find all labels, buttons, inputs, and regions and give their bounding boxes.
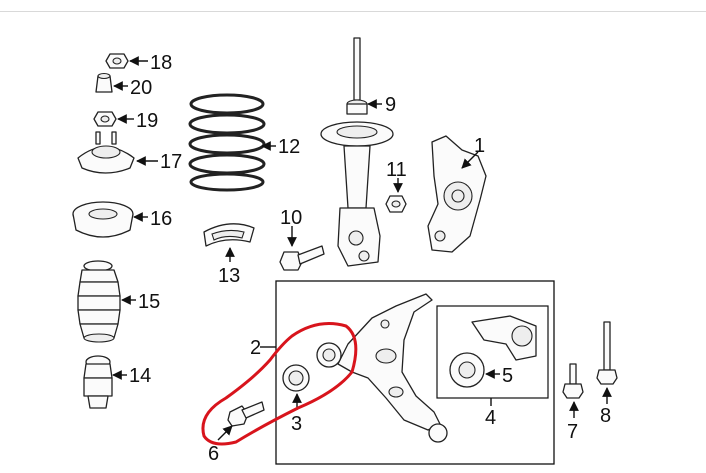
callout-7: 7	[567, 421, 578, 443]
callout-3: 3	[291, 413, 302, 435]
callout-19: 19	[136, 110, 158, 132]
callout-10: 10	[280, 207, 302, 229]
part-12-coil-spring[interactable]	[188, 93, 276, 192]
part-11-nut[interactable]	[385, 178, 407, 213]
part-19-nut[interactable]	[93, 111, 134, 127]
part-9-strut-assembly[interactable]	[320, 37, 394, 267]
callout-17: 17	[160, 151, 182, 173]
part-8-bolt[interactable]	[596, 321, 618, 404]
part-18-flange-nut[interactable]	[105, 53, 148, 69]
part-20-bushing[interactable]	[95, 72, 128, 93]
part-5-rear-bushing[interactable]	[449, 315, 537, 388]
part-1-steering-knuckle[interactable]	[427, 135, 487, 253]
part-6-bolt[interactable]	[217, 401, 265, 441]
part-17-strut-mount[interactable]	[77, 131, 158, 174]
callout-20: 20	[130, 77, 152, 99]
callout-14: 14	[129, 365, 151, 387]
callout-5: 5	[502, 365, 513, 387]
part-16-spring-seat[interactable]	[72, 201, 148, 238]
part-3-arm-bushing[interactable]	[282, 342, 342, 410]
part-2-lower-control-arm[interactable]	[337, 293, 448, 443]
callout-15: 15	[138, 291, 160, 313]
part-14-bump-stop[interactable]	[83, 355, 127, 409]
part-7-bolt[interactable]	[562, 363, 584, 418]
callout-1: 1	[474, 135, 485, 157]
callout-13: 13	[218, 265, 240, 287]
red-highlight-annotation	[201, 322, 358, 446]
callout-16: 16	[150, 208, 172, 230]
part-10-bolt[interactable]	[279, 226, 325, 271]
callout-8: 8	[600, 405, 611, 427]
callout-11: 11	[386, 159, 407, 181]
callout-12: 12	[278, 136, 300, 158]
part-2-group-box	[275, 280, 555, 465]
part-4-group-box	[436, 305, 549, 399]
callout-9: 9	[385, 94, 396, 116]
top-divider	[0, 11, 706, 12]
part-13-spring-insulator[interactable]	[203, 223, 255, 262]
part-15-dust-boot[interactable]	[77, 260, 136, 343]
callout-2: 2	[250, 337, 261, 359]
callout-6: 6	[208, 443, 219, 465]
callout-4: 4	[485, 407, 496, 429]
callout-18: 18	[150, 52, 172, 74]
